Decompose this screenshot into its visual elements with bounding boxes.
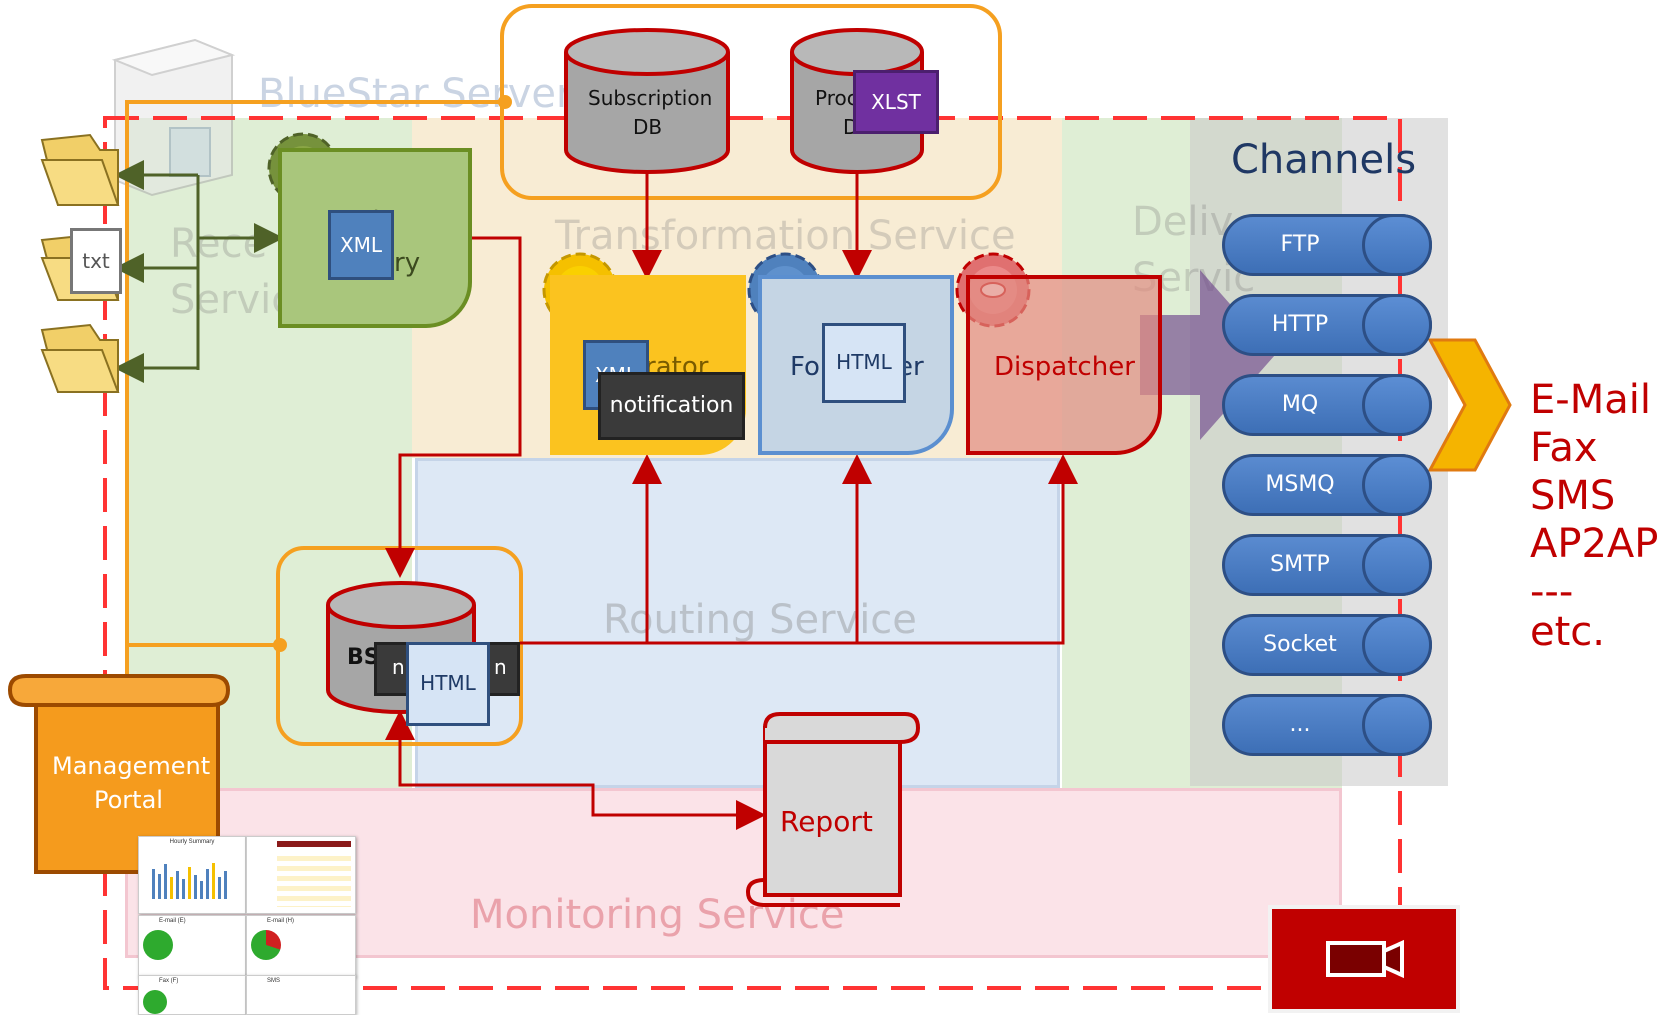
sms-thumbnail: SMS	[246, 975, 356, 1015]
channel-msmq[interactable]: MSMQ	[1222, 454, 1432, 516]
video-camera-icon	[1326, 939, 1404, 979]
channel-cap	[1362, 294, 1432, 356]
hourly-summary-thumbnail: Hourly Summary	[138, 836, 246, 914]
event-factory-label-2: ry	[394, 248, 421, 278]
channel-label: MQ	[1281, 392, 1319, 417]
sms-title: SMS	[267, 978, 281, 984]
channel-ftp[interactable]: FTP	[1222, 214, 1432, 276]
xlst-doc: XLST	[853, 70, 939, 134]
status-table-thumbnail	[246, 836, 356, 914]
channel-mq[interactable]: MQ	[1222, 374, 1432, 436]
hourly-summary-title: Hourly Summary	[169, 839, 215, 845]
channel-cap	[1362, 214, 1432, 276]
formatter-label-left: Fo	[790, 352, 820, 382]
chevron-right-icon	[1427, 338, 1512, 472]
dispatcher-box	[966, 275, 1162, 455]
subscription-db-label-1: Subscription	[588, 86, 713, 110]
fax-title: Fax (F)	[159, 978, 179, 984]
subscription-db-cylinder	[564, 28, 730, 174]
receive-service-label-1: Rece	[170, 221, 268, 267]
email-h-thumbnail: E-mail (H)	[246, 915, 356, 977]
server-title: BlueStar Server	[258, 71, 573, 117]
dispatcher-label: Dispatcher	[994, 352, 1135, 382]
channel-label: SMTP	[1270, 552, 1330, 577]
channel-label: MSMQ	[1265, 472, 1335, 497]
process-db-label-1: Proc	[815, 86, 858, 110]
channel-cap	[1362, 534, 1432, 596]
generator-notification-doc: notification	[598, 372, 745, 440]
email-h-title: E-mail (H)	[267, 918, 294, 924]
output-etc: --- etc.	[1530, 569, 1605, 655]
delivery-service-label-1: Deliv	[1132, 199, 1234, 245]
fax-thumbnail: Fax (F)	[138, 975, 246, 1015]
monitoring-service-label: Monitoring Service	[470, 892, 845, 938]
bs-notification-left: n	[392, 655, 405, 679]
channel-label: FTP	[1280, 232, 1320, 257]
channel-http[interactable]: HTTP	[1222, 294, 1432, 356]
transformation-service-label: Transformation Service	[555, 213, 1016, 259]
channel-label: ...	[1289, 712, 1311, 737]
channel-more[interactable]: ...	[1222, 694, 1432, 756]
management-portal-scroll	[7, 674, 231, 874]
hourly-chart	[152, 863, 227, 899]
output-email: E-Mail	[1530, 377, 1651, 423]
channel-smtp[interactable]: SMTP	[1222, 534, 1432, 596]
channels-title: Channels	[1231, 137, 1417, 183]
output-ap2ap: AP2AP	[1530, 521, 1659, 567]
txt-doc: txt	[70, 228, 122, 294]
formatter-html-doc: HTML	[822, 323, 906, 403]
folder-icon	[40, 133, 120, 206]
routing-service-label: Routing Service	[603, 597, 917, 643]
email-e-title: E-mail (E)	[159, 918, 186, 924]
subscription-db-label-2: DB	[633, 115, 663, 139]
channel-label: Socket	[1263, 632, 1337, 657]
email-e-thumbnail: E-mail (E)	[138, 915, 246, 977]
report-label: Report	[780, 805, 873, 838]
management-portal-label-2: Portal	[94, 786, 163, 814]
video-button[interactable]	[1268, 905, 1460, 1013]
db-group-box	[500, 4, 1002, 200]
output-sms: SMS	[1530, 473, 1616, 519]
arrow-right-icon	[1140, 270, 1275, 440]
receive-service-label-2: Servic	[170, 277, 294, 323]
channel-cap	[1362, 374, 1432, 436]
channel-cap	[1362, 614, 1432, 676]
event-factory-box	[278, 148, 472, 328]
channel-cap	[1362, 454, 1432, 516]
folder-icon	[40, 323, 120, 393]
channel-cap	[1362, 694, 1432, 756]
event-xml-doc: XML	[328, 210, 394, 280]
bs-html-doc: HTML	[406, 642, 490, 726]
bs-notification-right: n	[494, 655, 507, 679]
management-portal-label-1: Management	[52, 752, 211, 780]
channel-label: HTTP	[1271, 312, 1329, 337]
channel-socket[interactable]: Socket	[1222, 614, 1432, 676]
output-fax: Fax	[1530, 425, 1598, 471]
report-scroll	[745, 712, 921, 907]
